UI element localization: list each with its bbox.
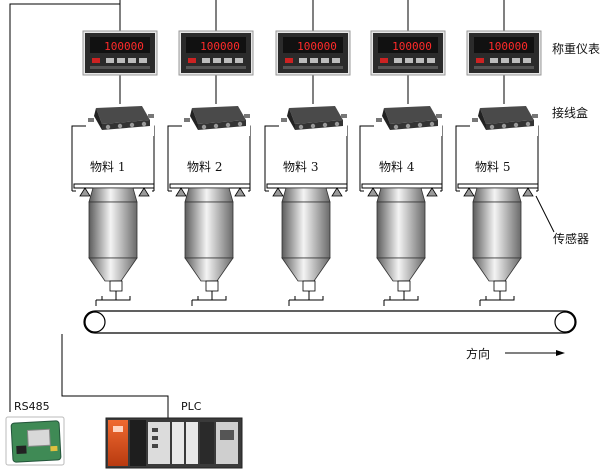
- junction-box-1: [86, 104, 154, 136]
- sensor-cable-left-2: [168, 126, 182, 191]
- silo-2: [170, 184, 250, 306]
- plc-rack: [106, 418, 242, 468]
- load-cell-right-icon: [139, 188, 149, 196]
- silo-5: [458, 184, 538, 306]
- load-cell-left-icon: [176, 188, 186, 196]
- load-cell-right-icon: [235, 188, 245, 196]
- silo-4: [362, 184, 442, 306]
- material-label-2: 物料 2: [187, 160, 222, 174]
- weighing-indicator-2: 100000: [179, 31, 253, 75]
- weighing-indicator-5: 100000: [467, 31, 541, 75]
- sensor-callout: [536, 196, 554, 232]
- direction-label: 方向: [466, 347, 490, 361]
- conveyor-belt: [84, 311, 576, 333]
- sensor-cable-left-3: [265, 126, 279, 191]
- indicator-reading-5: 100000: [488, 40, 528, 53]
- junction-box-label: 接线盒: [552, 106, 588, 120]
- silo-group: [74, 184, 538, 306]
- indicator-reading-2: 100000: [200, 40, 240, 53]
- load-cell-right-icon: [427, 188, 437, 196]
- belt-roller-right: [555, 312, 575, 332]
- junction-box-3: [279, 104, 347, 136]
- indicator-reading-3: 100000: [297, 40, 337, 53]
- sensor-label: 传感器: [553, 232, 589, 246]
- indicator-reading-1: 100000: [104, 40, 144, 53]
- plc-label: PLC: [181, 400, 201, 414]
- direction-arrow: [505, 350, 565, 356]
- material-label-5: 物料 5: [475, 160, 510, 174]
- rs485-module: [6, 417, 64, 465]
- weighing-indicator-1: 100000: [83, 31, 157, 75]
- indicator-group: 100000 100000 100000 100000 100000: [83, 31, 541, 75]
- belt-loop: [84, 311, 576, 333]
- belt-roller-left: [85, 312, 105, 332]
- load-cell-left-icon: [368, 188, 378, 196]
- junction-box-5: [470, 104, 538, 136]
- sensor-cable-left-1: [72, 126, 86, 191]
- load-cell-left-icon: [464, 188, 474, 196]
- silo-1: [74, 184, 154, 306]
- load-cell-right-icon: [523, 188, 533, 196]
- load-cell-left-icon: [80, 188, 90, 196]
- indicator-reading-4: 100000: [392, 40, 432, 53]
- junction-box-2: [182, 104, 250, 136]
- material-label-3: 物料 3: [283, 160, 318, 174]
- junction-box-4: [374, 104, 442, 136]
- weighing-indicator-3: 100000: [276, 31, 350, 75]
- indicator-label: 称重仪表: [552, 42, 600, 56]
- rs485-label: RS485: [14, 400, 50, 414]
- sensor-cable-left-4: [360, 126, 374, 191]
- material-label-1: 物料 1: [90, 160, 125, 174]
- weighing-indicator-4: 100000: [371, 31, 445, 75]
- arrow-head-icon: [556, 350, 565, 356]
- load-cell-left-icon: [273, 188, 283, 196]
- silo-3: [267, 184, 347, 306]
- plc-wire: [62, 334, 168, 418]
- material-label-4: 物料 4: [379, 160, 414, 174]
- junction-box-group: [86, 104, 538, 136]
- load-cell-right-icon: [332, 188, 342, 196]
- sensor-cable-left-5: [456, 126, 470, 191]
